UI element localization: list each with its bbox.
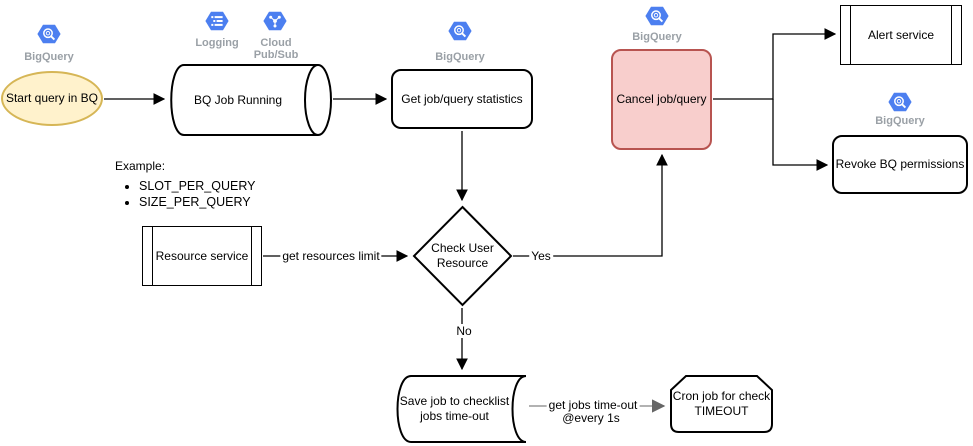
cloud-pubsub-label-line1: Cloud (260, 37, 292, 49)
node-cancel-job[interactable]: Cancel job/query (611, 49, 712, 150)
cloud-pubsub-label-line2: Pub/Sub (253, 49, 299, 61)
node-cron-job[interactable]: Cron job for check TIMEOUT (670, 374, 773, 434)
node-label: BQ Job Running (193, 92, 283, 107)
node-label: Cancel job/query (616, 92, 707, 106)
cloud-pubsub-icon-label: Cloud Pub/Sub (254, 37, 299, 61)
node-label-wrap: Save job to checklist jobs time-out (395, 374, 514, 444)
node-bq-job-running[interactable]: BQ Job Running (170, 63, 332, 137)
node-check-user-resource[interactable]: Check User Resource (412, 205, 513, 307)
node-label-wrap: Cron job for check TIMEOUT (670, 374, 773, 434)
node-label-line1: Save job to checklist (399, 394, 510, 408)
node-label: Resource service (155, 248, 249, 263)
bigquery-icon[interactable] (448, 19, 472, 43)
diamond-shape (412, 205, 513, 307)
node-label-line1: Check User (431, 241, 494, 255)
node-alert-service[interactable]: Alert service (840, 5, 962, 65)
loop-limit-shape (670, 375, 773, 433)
logging-icon[interactable] (205, 9, 229, 33)
example-annotation: Example: SLOT_PER_QUERY SIZE_PER_QUERY (115, 159, 255, 211)
cylinder-shape (170, 64, 332, 136)
example-item: SIZE_PER_QUERY (139, 195, 255, 209)
node-revoke-permissions[interactable]: Revoke BQ permissions (832, 135, 968, 194)
bigquery-icon-label: BigQuery (875, 115, 925, 127)
bigquery-icon-label: BigQuery (632, 31, 682, 43)
node-label-line1: Cron job for check (672, 389, 771, 403)
stored-data-shape (396, 375, 527, 443)
edge-label-yes: Yes (529, 249, 553, 263)
edge-cancel-to-alert (713, 28, 837, 100)
bigquery-icon-label: BigQuery (435, 51, 485, 63)
node-label: Alert service (867, 27, 935, 42)
edge-label-every-1s: @every 1s (562, 411, 620, 425)
example-list: SLOT_PER_QUERY SIZE_PER_QUERY (115, 179, 255, 209)
predefined-process-bars: Resource service (152, 227, 252, 285)
edge-label-get-jobs-timeout: get jobs time-out (546, 398, 640, 412)
node-label-wrap: Check User Resource (412, 205, 513, 307)
node-label: Revoke BQ permissions (835, 157, 965, 171)
bigquery-icon-label: BigQuery (24, 51, 74, 63)
node-start-query[interactable]: Start query in BQ (1, 71, 103, 126)
edge-cancel-to-revoke (772, 99, 829, 171)
predefined-process-bars: Alert service (850, 6, 952, 64)
node-label-line2: Resource (436, 256, 489, 270)
node-save-job-checklist[interactable]: Save job to checklist jobs time-out (395, 374, 528, 444)
logging-icon-label: Logging (195, 37, 239, 49)
node-label: Start query in BQ (5, 91, 99, 105)
example-item: SLOT_PER_QUERY (139, 179, 255, 193)
node-label-line2: TIMEOUT (694, 404, 749, 418)
edge-label-no: No (454, 324, 474, 338)
node-label-line2: jobs time-out (420, 409, 489, 423)
node-label: Get job/query statistics (401, 91, 523, 106)
edge-check-yes-to-cancel (513, 153, 668, 257)
example-title: Example: (115, 159, 166, 173)
node-label-wrap: BQ Job Running (170, 63, 306, 137)
bigquery-icon[interactable] (645, 4, 669, 28)
edge-label-get-resources-limit: get resources limit (280, 249, 382, 263)
bigquery-icon[interactable] (888, 90, 912, 114)
bigquery-icon[interactable] (37, 22, 61, 46)
node-resource-service[interactable]: Resource service (142, 226, 262, 286)
node-get-job-statistics[interactable]: Get job/query statistics (391, 69, 533, 129)
cloud-pubsub-icon[interactable] (263, 9, 287, 33)
